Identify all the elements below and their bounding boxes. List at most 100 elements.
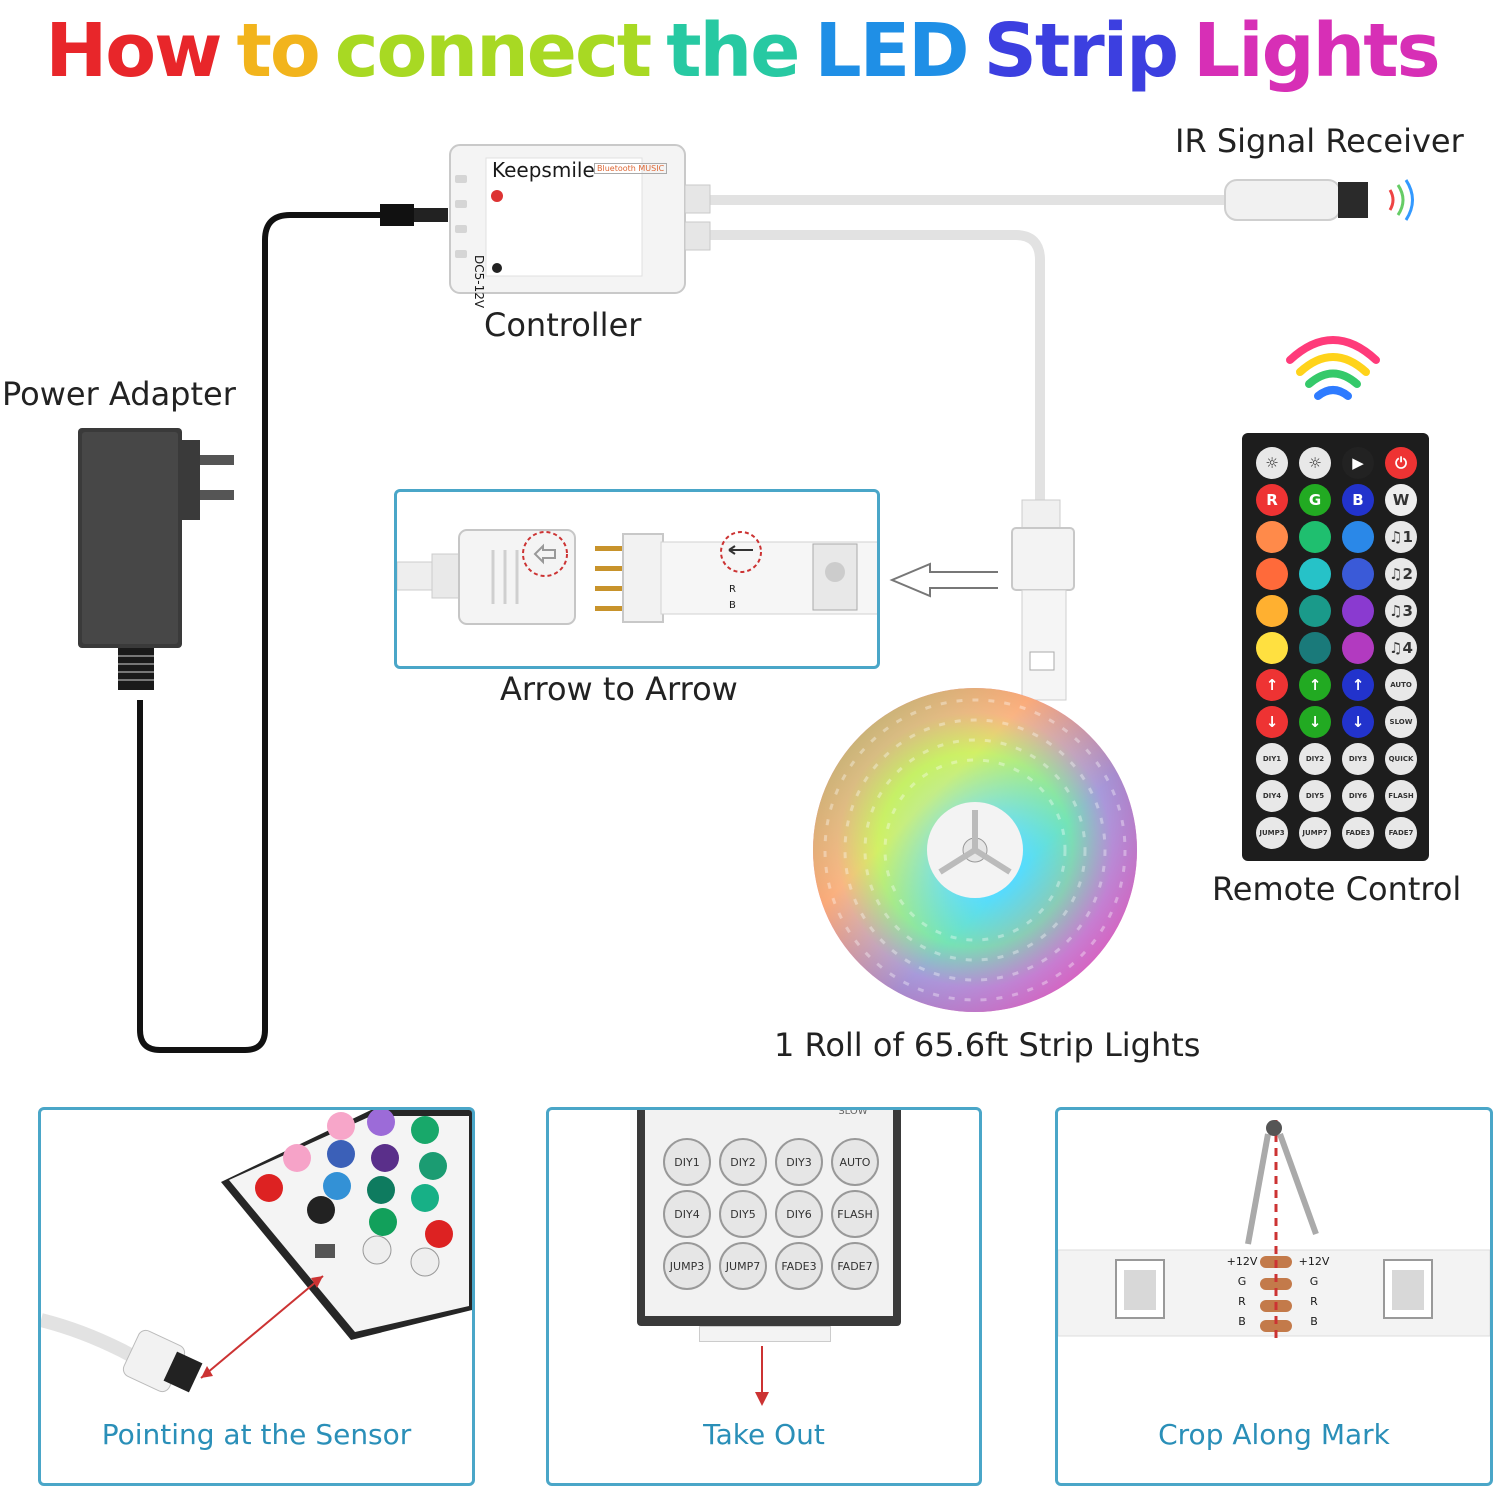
- remote-key[interactable]: DIY6: [775, 1190, 823, 1238]
- remote-key[interactable]: JUMP7: [1299, 817, 1331, 849]
- remote-key[interactable]: ↓: [1299, 706, 1331, 738]
- strip-arrow-mark-icon: [720, 531, 762, 573]
- take-out-arrow-icon: [755, 1346, 769, 1406]
- title-word: Strip: [983, 8, 1179, 94]
- remote-key[interactable]: ↓: [1342, 706, 1374, 738]
- pin-label-b: B: [729, 600, 736, 611]
- remote-key[interactable]: QUICK: [1385, 743, 1417, 775]
- remote-key[interactable]: DIY6: [1342, 780, 1374, 812]
- arrow-detail-panel: R B: [394, 489, 880, 669]
- battery-tab: [699, 1326, 831, 1342]
- remote-key[interactable]: DIY1: [1256, 743, 1288, 775]
- remote-key[interactable]: G: [1299, 484, 1331, 516]
- crop-illustration: [1058, 1120, 1490, 1342]
- power-adapter-device: [78, 428, 234, 690]
- remote-key[interactable]: [1342, 632, 1374, 664]
- remote-key[interactable]: ↑: [1256, 669, 1288, 701]
- remote-key[interactable]: DIY2: [1299, 743, 1331, 775]
- controller-device: [449, 144, 711, 294]
- remote-key[interactable]: ☼: [1256, 447, 1288, 479]
- ir-receiver-device: [1224, 179, 1414, 221]
- cut-mark-label: R: [1310, 1295, 1318, 1308]
- remote-key[interactable]: ↑: [1299, 669, 1331, 701]
- remote-key[interactable]: W: [1385, 484, 1417, 516]
- remote-key[interactable]: JUMP3: [663, 1242, 711, 1290]
- remote-key[interactable]: ⏻: [1385, 447, 1417, 479]
- remote-key[interactable]: AUTO: [1385, 669, 1417, 701]
- sensor-illustration: [41, 1110, 472, 1393]
- strip-roll-label: 1 Roll of 65.6ft Strip Lights: [774, 1026, 1201, 1064]
- remote-key[interactable]: B: [1342, 484, 1374, 516]
- remote-key[interactable]: AUTO: [831, 1138, 879, 1186]
- remote-key[interactable]: DIY5: [719, 1190, 767, 1238]
- title-word: How: [45, 8, 222, 94]
- cut-mark-label: +12V: [1298, 1255, 1330, 1268]
- power-adapter-label: Power Adapter: [2, 375, 236, 413]
- remote-key[interactable]: ♫1: [1385, 521, 1417, 553]
- remote-key[interactable]: DIY4: [663, 1190, 711, 1238]
- remote-key[interactable]: DIY3: [1342, 743, 1374, 775]
- remote-key[interactable]: FADE3: [1342, 817, 1374, 849]
- remote-key[interactable]: SLOW: [1385, 706, 1417, 738]
- caption-take-out: Take Out: [703, 1418, 825, 1451]
- remote-key[interactable]: DIY2: [719, 1138, 767, 1186]
- remote-key[interactable]: [1256, 558, 1288, 590]
- title-word: connect: [334, 8, 652, 94]
- title-word: the: [666, 8, 800, 94]
- cut-mark-label: +12V: [1226, 1255, 1258, 1268]
- cut-mark-label: R: [1238, 1295, 1246, 1308]
- remote-key[interactable]: [1342, 558, 1374, 590]
- caption-pointing-sensor: Pointing at the Sensor: [101, 1418, 412, 1451]
- remote-key[interactable]: [1299, 521, 1331, 553]
- panel-pointing-sensor: Pointing at the Sensor: [38, 1107, 475, 1486]
- ir-sensor-window: [315, 1244, 335, 1258]
- remote-key[interactable]: FADE7: [831, 1242, 879, 1290]
- remote-key[interactable]: DIY1: [663, 1138, 711, 1186]
- title-word: LED: [814, 8, 969, 94]
- remote-key[interactable]: [1342, 521, 1374, 553]
- remote-key[interactable]: FLASH: [1385, 780, 1417, 812]
- caption-crop-mark: Crop Along Mark: [1158, 1418, 1390, 1451]
- remote-key[interactable]: [1299, 595, 1331, 627]
- remote-key[interactable]: FLASH: [831, 1190, 879, 1238]
- controller-voltage: DC5-12V: [472, 255, 486, 309]
- title-word: to: [236, 8, 320, 94]
- cut-mark-label: B: [1238, 1315, 1246, 1328]
- remote-key[interactable]: DIY5: [1299, 780, 1331, 812]
- remote-key[interactable]: ♫2: [1385, 558, 1417, 590]
- remote-key[interactable]: ♫3: [1385, 595, 1417, 627]
- connector-detail-illustration: [397, 529, 877, 625]
- remote-key[interactable]: DIY4: [1256, 780, 1288, 812]
- remote-key[interactable]: [1256, 632, 1288, 664]
- remote-key[interactable]: ▶: [1342, 447, 1374, 479]
- music-badge: Bluetooth MUSIC: [594, 163, 668, 174]
- remote-key[interactable]: [1299, 558, 1331, 590]
- remote-key[interactable]: JUMP7: [719, 1242, 767, 1290]
- remote-key[interactable]: FADE3: [775, 1242, 823, 1290]
- remote-key[interactable]: DIY3: [775, 1138, 823, 1186]
- arrow-to-arrow-label: Arrow to Arrow: [500, 670, 738, 708]
- qr-code-icon: [540, 185, 636, 273]
- remote-key[interactable]: [1299, 632, 1331, 664]
- remote-key[interactable]: [1256, 521, 1288, 553]
- remote-key[interactable]: FADE7: [1385, 817, 1417, 849]
- remote-key[interactable]: ♫4: [1385, 632, 1417, 664]
- remote-key[interactable]: ☼: [1299, 447, 1331, 479]
- strip-connector: [1011, 499, 1075, 701]
- remote-key[interactable]: R: [1256, 484, 1288, 516]
- remote-key[interactable]: ↑: [1342, 669, 1374, 701]
- remote-key[interactable]: [1256, 595, 1288, 627]
- remote-key[interactable]: ↓: [1256, 706, 1288, 738]
- cut-mark-label: G: [1309, 1275, 1319, 1288]
- cut-mark-label: B: [1310, 1315, 1318, 1328]
- remote-key[interactable]: JUMP3: [1256, 817, 1288, 849]
- remote-key[interactable]: [1342, 595, 1374, 627]
- led-strip-roll: [813, 688, 1137, 1012]
- arrow-left-icon: [889, 562, 998, 598]
